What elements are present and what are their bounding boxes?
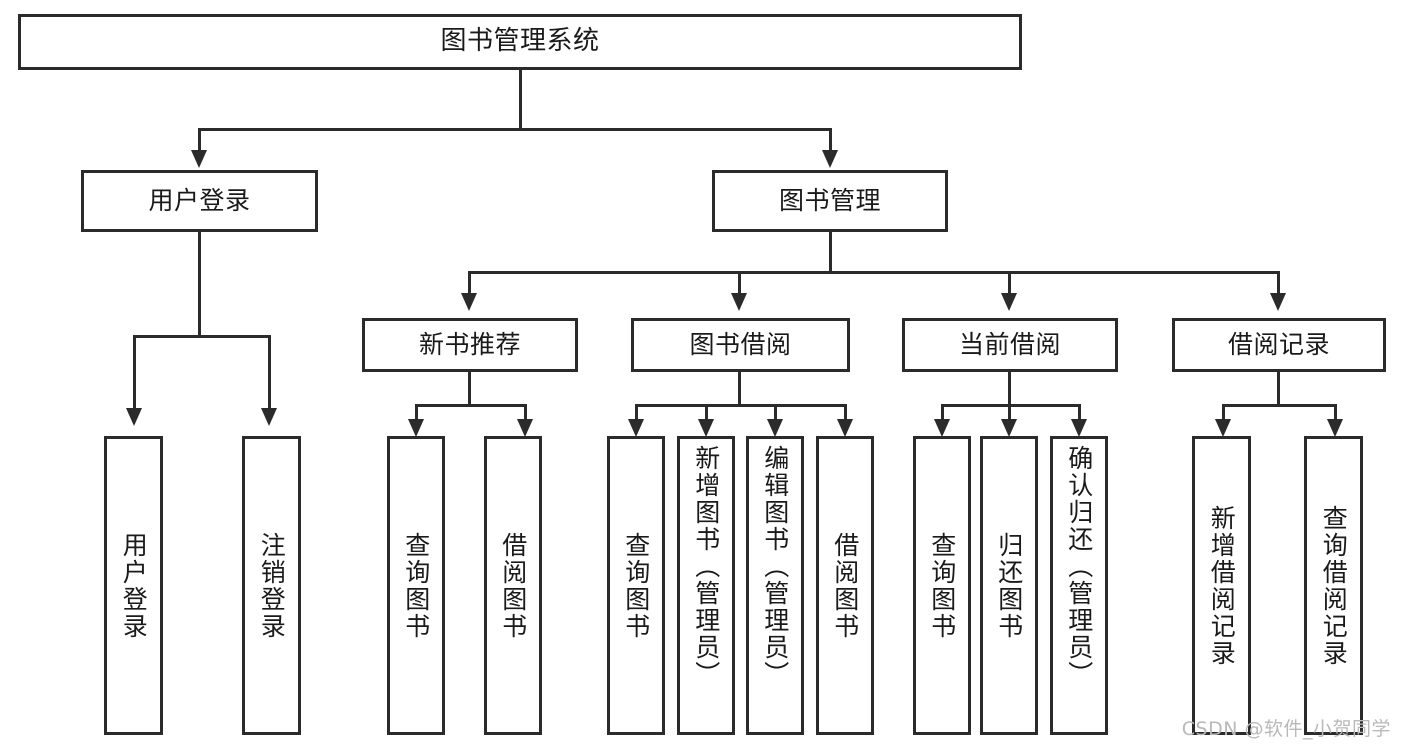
- leaf-confirm-return-admin[interactable]: 确认归还（管理员）: [1050, 436, 1108, 735]
- connector-root-to-login: [198, 128, 201, 154]
- connector-newbook-bus: [415, 404, 527, 407]
- connector-borrow-to-leaf3: [774, 404, 777, 422]
- leaf-logout-login-label: 注销登录: [257, 531, 287, 640]
- leaf-user-login-label: 用户登录: [119, 531, 149, 640]
- node-current-borrow-label: 当前借阅: [958, 330, 1061, 359]
- arrow-records-to-leaf1: [1215, 419, 1231, 437]
- leaf-add-borrow-record-label: 新增借阅记录: [1207, 504, 1237, 667]
- arrow-newbook-to-leaf1: [408, 419, 424, 437]
- node-borrow-records-label: 借阅记录: [1227, 330, 1330, 359]
- connector-root-to-bookmgmt: [829, 128, 832, 154]
- leaf-logout-login[interactable]: 注销登录: [242, 436, 301, 735]
- arrow-current-to-leaf3: [1071, 419, 1087, 437]
- arrow-bookmgmt-to-newbook: [461, 293, 477, 311]
- connector-borrow-stem: [738, 372, 741, 406]
- node-user-login-label: 用户登录: [148, 186, 251, 215]
- connector-bookmgmt-to-records: [1277, 271, 1280, 295]
- leaf-borrow-book-newbook-label: 借阅图书: [498, 531, 528, 640]
- leaf-borrow-book-newbook[interactable]: 借阅图书: [484, 436, 542, 735]
- arrow-newbook-to-leaf2: [517, 419, 533, 437]
- node-book-borrow-label: 图书借阅: [689, 330, 792, 359]
- leaf-add-borrow-record[interactable]: 新增借阅记录: [1192, 436, 1251, 735]
- connector-records-stem: [1277, 372, 1280, 406]
- connector-bookmgmt-bus: [468, 271, 1280, 274]
- connector-current-to-leaf1: [941, 404, 944, 422]
- connector-login-to-leaf2: [268, 335, 271, 410]
- arrow-bookmgmt-to-current: [1001, 293, 1017, 311]
- leaf-query-borrow-record[interactable]: 查询借阅记录: [1304, 436, 1363, 735]
- arrow-login-to-leaf2: [261, 408, 277, 426]
- arrow-borrow-to-leaf2: [698, 419, 714, 437]
- arrow-current-to-leaf1: [934, 419, 950, 437]
- connector-current-to-leaf3: [1078, 404, 1081, 422]
- connector-newbook-to-leaf1: [415, 404, 418, 422]
- connector-newbook-stem: [468, 372, 471, 406]
- node-root-label: 图书管理系统: [440, 26, 600, 57]
- connector-current-to-leaf2: [1008, 404, 1011, 422]
- connector-borrow-to-leaf4: [844, 404, 847, 422]
- connector-records-to-leaf1: [1222, 404, 1225, 422]
- connector-current-bus: [941, 404, 1081, 407]
- leaf-confirm-return-admin-label: 确认归还（管理员）: [1064, 445, 1094, 688]
- connector-newbook-to-leaf2: [524, 404, 527, 422]
- node-book-management[interactable]: 图书管理: [712, 170, 948, 232]
- connector-root-bus: [198, 128, 832, 131]
- connector-bookmgmt-to-newbook: [468, 271, 471, 295]
- connector-current-stem: [1008, 372, 1011, 406]
- arrow-borrow-to-leaf4: [837, 419, 853, 437]
- leaf-query-book-newbook-label: 查询图书: [401, 531, 431, 640]
- arrow-records-to-leaf2: [1327, 419, 1343, 437]
- connector-borrow-to-leaf2: [705, 404, 708, 422]
- leaf-query-book-current-label: 查询图书: [927, 531, 957, 640]
- connector-borrow-to-leaf1: [635, 404, 638, 422]
- node-book-borrow[interactable]: 图书借阅: [631, 318, 850, 372]
- leaf-query-borrow-record-label: 查询借阅记录: [1319, 504, 1349, 667]
- leaf-return-book-label: 归还图书: [994, 531, 1024, 640]
- connector-bookmgmt-to-borrow: [738, 271, 741, 295]
- leaf-return-book[interactable]: 归还图书: [980, 436, 1038, 735]
- node-current-borrow[interactable]: 当前借阅: [902, 318, 1118, 372]
- arrow-root-to-bookmgmt: [822, 150, 838, 168]
- leaf-add-book-admin-label: 新增图书（管理员）: [691, 445, 721, 688]
- arrow-login-to-leaf1: [126, 408, 142, 426]
- leaf-edit-book-admin[interactable]: 编辑图书（管理员）: [746, 436, 804, 735]
- connector-borrow-bus: [635, 404, 847, 407]
- arrow-bookmgmt-to-records: [1270, 293, 1286, 311]
- leaf-add-book-admin[interactable]: 新增图书（管理员）: [677, 436, 735, 735]
- leaf-query-book-newbook[interactable]: 查询图书: [387, 436, 445, 735]
- leaf-borrow-book-borrow[interactable]: 借阅图书: [816, 436, 874, 735]
- leaf-query-book-borrow[interactable]: 查询图书: [607, 436, 665, 735]
- leaf-query-book-current[interactable]: 查询图书: [913, 436, 971, 735]
- connector-records-to-leaf2: [1334, 404, 1337, 422]
- connector-login-to-leaf1: [133, 335, 136, 410]
- node-new-book-recommend-label: 新书推荐: [418, 330, 521, 359]
- leaf-user-login[interactable]: 用户登录: [104, 436, 163, 735]
- csdn-watermark: CSDN @软件_小贺同学: [1181, 718, 1391, 740]
- leaf-query-book-borrow-label: 查询图书: [621, 531, 651, 640]
- arrow-bookmgmt-to-borrow: [731, 293, 747, 311]
- node-book-management-label: 图书管理: [778, 186, 881, 215]
- node-user-login[interactable]: 用户登录: [81, 170, 318, 232]
- node-root[interactable]: 图书管理系统: [18, 14, 1022, 70]
- arrow-borrow-to-leaf1: [628, 419, 644, 437]
- node-borrow-records[interactable]: 借阅记录: [1172, 318, 1386, 372]
- connector-bookmgmt-to-current: [1008, 271, 1011, 295]
- connector-login-bus: [133, 335, 271, 338]
- connector-records-bus: [1222, 404, 1337, 407]
- arrow-current-to-leaf2: [1001, 419, 1017, 437]
- connector-login-stem: [198, 232, 201, 337]
- arrow-borrow-to-leaf3: [767, 419, 783, 437]
- connector-root-stem: [519, 68, 522, 130]
- node-new-book-recommend[interactable]: 新书推荐: [362, 318, 578, 372]
- arrow-root-to-login: [191, 150, 207, 168]
- leaf-edit-book-admin-label: 编辑图书（管理员）: [760, 445, 790, 688]
- leaf-borrow-book-borrow-label: 借阅图书: [830, 531, 860, 640]
- connector-bookmgmt-stem: [829, 232, 832, 274]
